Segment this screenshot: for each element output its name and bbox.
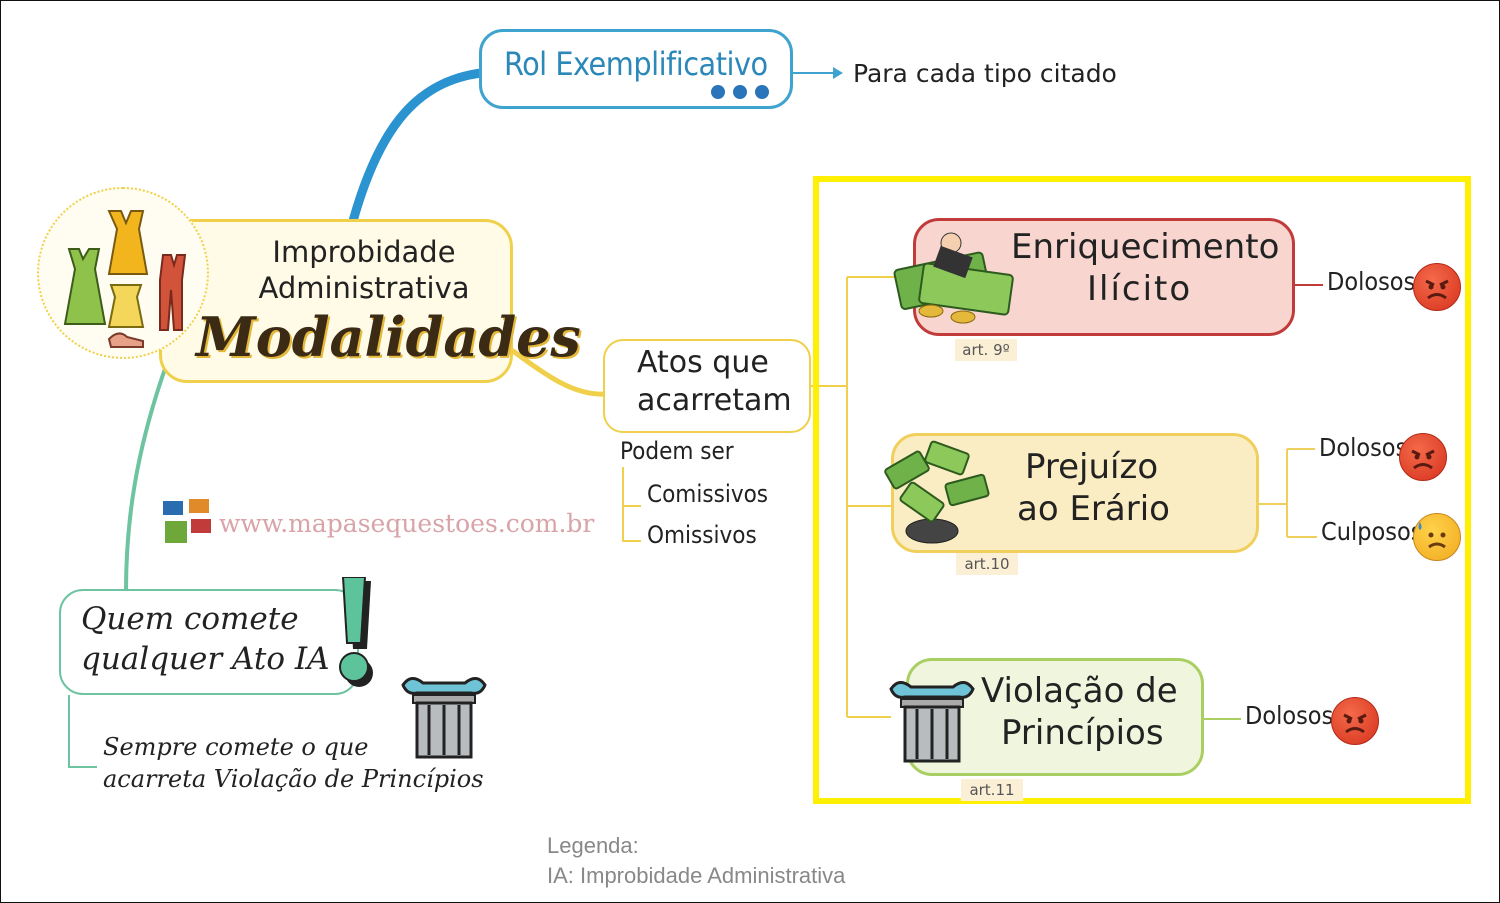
arrow-head	[833, 67, 843, 79]
dot-icon	[711, 85, 725, 99]
enriquecimento-line1: Enriquecimento	[1011, 227, 1280, 267]
sad-face-icon	[1413, 513, 1461, 561]
quem-bracket	[68, 695, 97, 768]
podem-label: Podem ser	[620, 437, 734, 465]
angry-face-icon	[1413, 263, 1461, 311]
art-11-label: art.11	[961, 779, 1023, 801]
branch-atos	[504, 343, 606, 397]
website-logo-icon	[163, 499, 211, 543]
prejuizo-line1: Prejuízo	[1025, 447, 1159, 487]
website-url: www.mapasequestoes.com.br	[219, 509, 595, 538]
dot-icon	[733, 85, 747, 99]
omissivos-label: Omissivos	[647, 521, 757, 549]
rol-note: Para cada tipo citado	[853, 59, 1117, 88]
clothes-icon	[37, 187, 209, 359]
dot-icon	[755, 85, 769, 99]
angry-face-icon	[1331, 697, 1379, 745]
main-title-line3: Modalidades	[196, 305, 581, 369]
podem-bracket-1	[622, 467, 641, 507]
types-frame	[813, 176, 1471, 804]
legend-title: Legenda:	[547, 833, 639, 858]
comissivos-label: Comissivos	[647, 480, 769, 508]
violacao-line2: Princípios	[1001, 713, 1164, 753]
money-icon	[893, 232, 1014, 324]
enriquecimento-line2: Ilícito	[1087, 269, 1193, 309]
atos-line1: Atos que	[637, 345, 769, 380]
prejuizo-dolosos: Dolosos	[1319, 433, 1408, 462]
sempre-line2: acarreta Violação de Princípios	[103, 765, 484, 793]
atos-node	[603, 339, 811, 433]
sempre-line1: Sempre comete o que	[103, 733, 369, 761]
art-10-label: art.10	[956, 553, 1018, 575]
exclamation-icon	[339, 577, 373, 687]
main-title-line2: Administrativa	[258, 271, 470, 305]
prejuizo-line2: ao Erário	[1017, 489, 1170, 529]
violacao-dolosos: Dolosos	[1245, 701, 1334, 730]
main-node	[159, 219, 513, 383]
branch-quem	[124, 365, 168, 592]
angry-face-icon	[1399, 433, 1447, 481]
art-9-label: art. 9º	[955, 339, 1017, 361]
enriquecimento-dolosos: Dolosos	[1327, 267, 1416, 296]
rol-title: Rol Exemplificativo	[504, 45, 768, 83]
money-drain-icon	[884, 440, 990, 544]
atos-line2: acarretam	[637, 383, 792, 418]
main-title-line1: Improbidade	[272, 235, 456, 269]
violacao-line1: Violação de	[981, 671, 1178, 711]
branch-rol	[348, 68, 486, 226]
column-icon	[889, 681, 975, 763]
podem-bracket-2	[622, 506, 641, 542]
quem-line1: Quem comete	[81, 601, 299, 637]
quem-node	[59, 589, 359, 695]
legend-entry: IA: Improbidade Administrativa	[547, 863, 846, 888]
prejuizo-culposos: Culposos	[1321, 517, 1423, 546]
column-icon	[401, 677, 487, 759]
quem-line2: qualquer Ato IA	[81, 641, 330, 677]
